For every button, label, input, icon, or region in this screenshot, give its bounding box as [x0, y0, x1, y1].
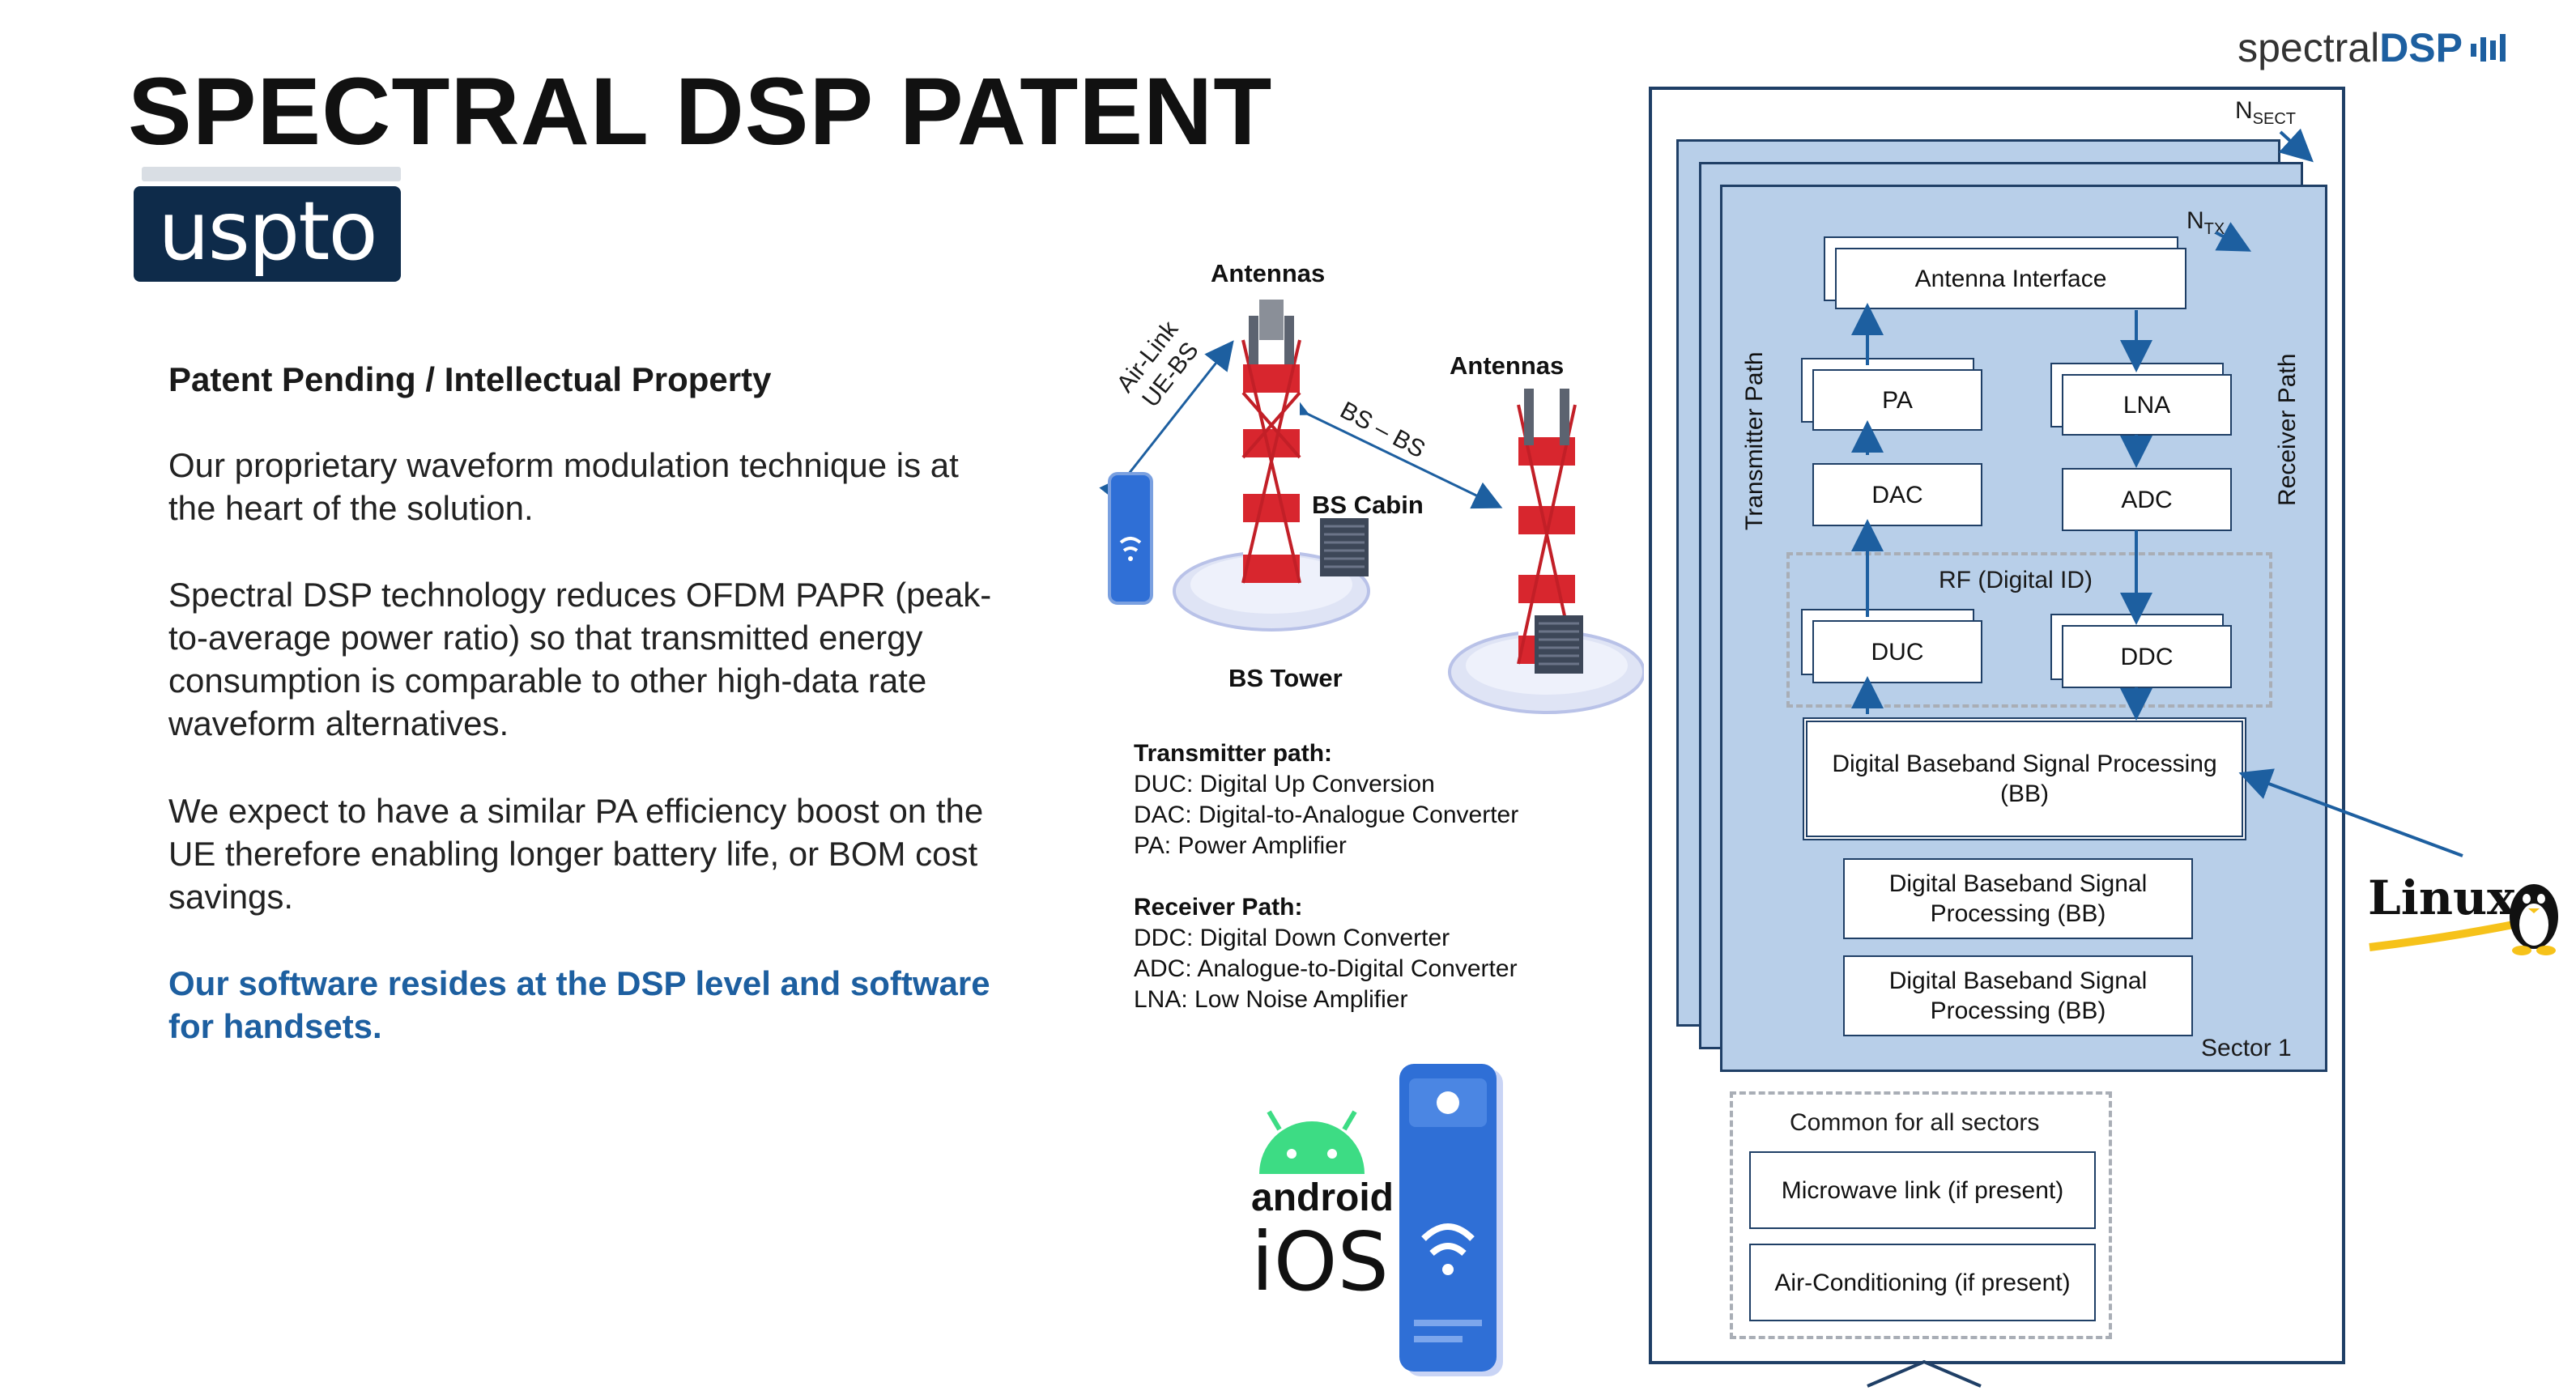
page-title: SPECTRAL DSP PATENT: [128, 58, 1273, 165]
legend: Transmitter path: DUC: Digital Up Conver…: [1134, 738, 1518, 1015]
rf-group-label: RF (Digital ID): [1939, 567, 2093, 593]
cabinet-icon: [1535, 615, 1583, 674]
rf-group: [1786, 552, 2272, 708]
architecture-arrows: [1851, 128, 2463, 1388]
legend-tx-heading: Transmitter path:: [1134, 740, 1333, 767]
n-tx-base: N: [2186, 207, 2204, 234]
legend-item: PA: Power Amplifier: [1134, 832, 1347, 859]
aircon-box: Air-Conditioning (if present): [1749, 1244, 2096, 1321]
microwave-box: Microwave link (if present): [1749, 1151, 2096, 1229]
lna-box: LNA: [2062, 374, 2232, 436]
ios-wordmark: iOS: [1251, 1214, 1389, 1309]
legend-item: LNA: Low Noise Amplifier: [1134, 986, 1408, 1013]
legend-rx-heading: Receiver Path:: [1134, 894, 1303, 921]
antenna-interface-box: Antenna Interface: [1835, 248, 2186, 309]
legend-item: ADC: Analogue-to-Digital Converter: [1134, 955, 1518, 982]
antennas-label-1: Antennas: [1211, 259, 1326, 287]
brand-logo: spectralDSP: [2238, 24, 2463, 71]
tower-icon: [1241, 300, 1301, 584]
duc-box: DUC: [1812, 620, 1982, 683]
network-illustration: [1099, 300, 1644, 714]
bs-bs-arrow: [1277, 389, 1503, 509]
brand-logo-suffix: DSP: [2379, 25, 2463, 70]
legend-item: DAC: Digital-to-Analogue Converter: [1134, 802, 1519, 828]
linux-penguin-icon: [2369, 884, 2558, 955]
paragraph-software: Our software resides at the DSP level an…: [168, 964, 990, 1045]
n-sect-label: NSECT: [2235, 97, 2296, 129]
n-sect-base: N: [2235, 97, 2253, 124]
paragraph-papr: Spectral DSP technology reduces OFDM PAP…: [168, 576, 992, 742]
ddc-box: DDC: [2062, 625, 2232, 688]
antennas-label-2: Antennas: [1450, 351, 1565, 380]
brand-logo-prefix: spectral: [2238, 25, 2380, 70]
uspto-logo-strip: [142, 167, 401, 181]
dac-box: DAC: [1812, 463, 1982, 526]
n-sect-sub: SECT: [2252, 110, 2297, 128]
bs-tower-label: BS Tower: [1228, 664, 1343, 692]
air-link-arrow: [1099, 340, 1234, 506]
paragraph-waveform: Our proprietary waveform modulation tech…: [168, 446, 959, 527]
common-group-label: Common for all sectors: [1790, 1109, 2040, 1136]
android-wordmark: android: [1251, 1176, 1394, 1219]
phone-icon: [1108, 472, 1153, 605]
paragraph-pa-efficiency: We expect to have a similar PA efficienc…: [168, 792, 984, 916]
android-icon: [1259, 1110, 1365, 1174]
common-group: [1730, 1091, 2112, 1339]
sector-label: Sector 1: [2201, 1035, 2292, 1061]
legend-item: DDC: Digital Down Converter: [1134, 925, 1450, 951]
pa-box: PA: [1812, 369, 1982, 431]
bb-main-box: Digital Baseband Signal Processing (BB): [1803, 717, 2246, 840]
legend-item: DUC: Digital Up Conversion: [1134, 771, 1435, 797]
signal-bars-icon: [2471, 34, 2506, 62]
ip-heading: Patent Pending / Intellectual Property: [168, 360, 772, 398]
linux-wordmark: Linux: [2368, 870, 2515, 925]
phone-icon: [1399, 1064, 1503, 1376]
adc-box: ADC: [2062, 468, 2232, 531]
bb-box-3: Digital Baseband Signal Processing (BB): [1843, 955, 2193, 1036]
cabinet-icon: [1320, 518, 1369, 576]
uspto-logo: uspto: [134, 186, 401, 282]
bb-box-2: Digital Baseband Signal Processing (BB): [1843, 858, 2193, 939]
